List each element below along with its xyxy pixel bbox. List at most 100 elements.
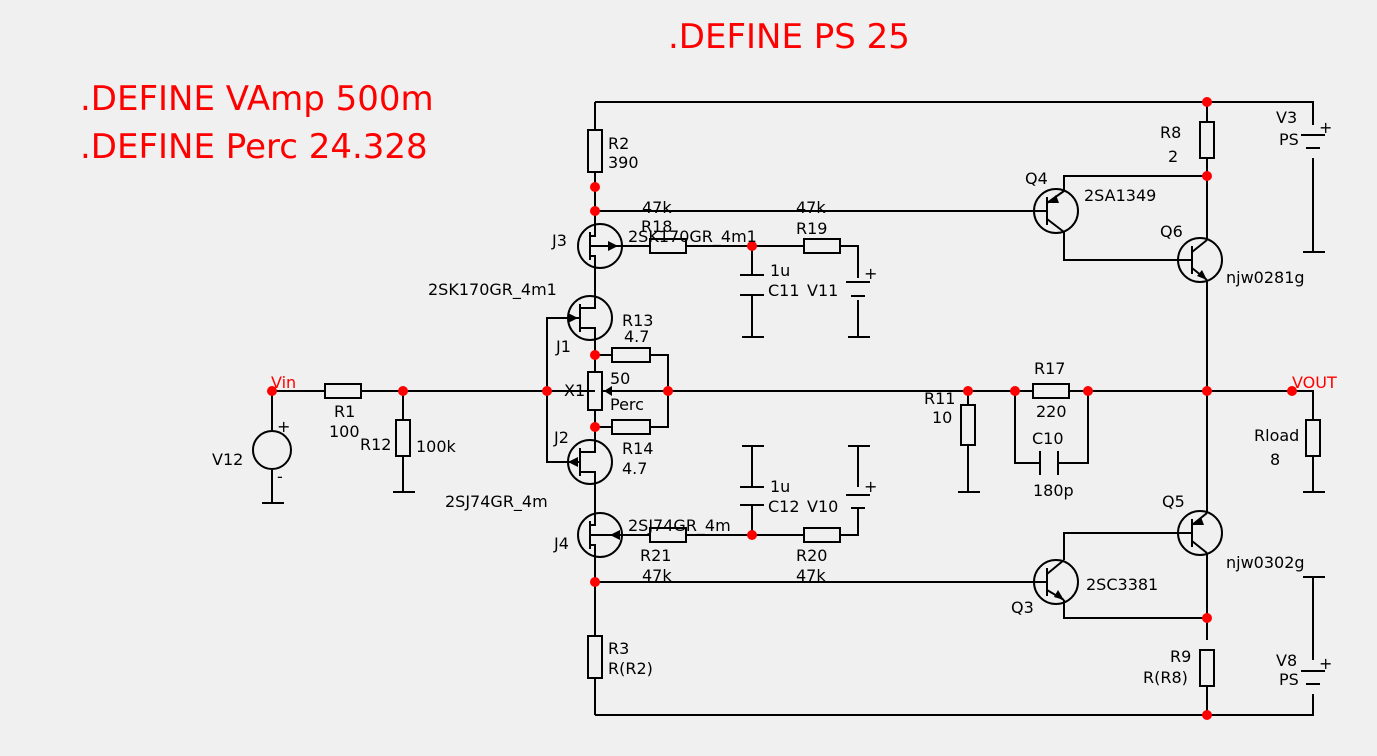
- label-r14-name: R14: [622, 439, 653, 458]
- label-r12-name: R12: [360, 435, 391, 454]
- capacitor-c10[interactable]: [1039, 451, 1059, 475]
- label-q6-name: Q6: [1160, 222, 1183, 241]
- resistor-r17[interactable]: [1032, 383, 1070, 399]
- label-q3-model: 2SC3381: [1086, 575, 1158, 594]
- svg-text:+: +: [864, 264, 877, 283]
- label-v3-name: V3: [1276, 108, 1297, 127]
- battery-v8[interactable]: +: [1301, 654, 1332, 685]
- label-c11-name: C11: [768, 281, 800, 300]
- label-v10-name: V10: [807, 497, 838, 516]
- net-label-vout: VOUT: [1292, 373, 1337, 392]
- resistor-r20[interactable]: [803, 527, 841, 543]
- label-q4-name: Q4: [1025, 169, 1048, 188]
- net-label-vin: Vin: [271, 373, 296, 392]
- resistor-r21[interactable]: [649, 527, 687, 543]
- svg-text:+: +: [1319, 118, 1332, 137]
- resistor-rload[interactable]: [1305, 419, 1321, 457]
- label-x1-name: X1: [564, 381, 585, 400]
- label-c10-value: 180p: [1033, 481, 1074, 500]
- label-j3-name: J3: [551, 231, 567, 250]
- svg-text:+: +: [1319, 654, 1332, 673]
- label-rload-name: Rload: [1254, 426, 1299, 445]
- label-r21-value: 47k: [642, 566, 672, 585]
- junction-nodes: [267, 97, 1297, 720]
- label-v8-name: V8: [1276, 651, 1297, 670]
- component-labels: R2 390 R3 R(R2) R8 2 R9 R(R8) R11 10 R12…: [212, 108, 1305, 689]
- label-q4-model: 2SA1349: [1084, 186, 1156, 205]
- battery-v10[interactable]: +: [846, 477, 877, 509]
- resistor-r19[interactable]: [803, 238, 841, 254]
- label-j4-model: 2SJ74GR_4m: [628, 516, 731, 536]
- label-r8-name: R8: [1160, 123, 1181, 142]
- label-r19-name: R19: [796, 219, 827, 238]
- label-r13-name: R13: [622, 311, 653, 330]
- label-r21-name: R21: [640, 546, 671, 565]
- label-r11-value: 10: [932, 408, 952, 427]
- label-r2-value: 390: [608, 153, 639, 172]
- label-rload-value: 8: [1270, 450, 1280, 469]
- resistor-r8[interactable]: [1199, 121, 1215, 159]
- resistor-r2[interactable]: [587, 129, 603, 173]
- label-j2-name: J2: [553, 428, 569, 447]
- label-c12-value: 1u: [770, 477, 790, 496]
- label-r8-value: 2: [1168, 147, 1178, 166]
- label-r20-value: 47k: [796, 566, 826, 585]
- bjt-q6[interactable]: [1177, 237, 1223, 283]
- resistor-r3[interactable]: [587, 635, 603, 679]
- resistor-r11[interactable]: [960, 404, 976, 446]
- jfet-j3[interactable]: [577, 223, 623, 272]
- resistor-r12[interactable]: [395, 419, 411, 457]
- label-c10-name: C10: [1032, 429, 1064, 448]
- label-v12-name: V12: [212, 450, 243, 469]
- battery-v3[interactable]: +: [1301, 118, 1332, 149]
- jfet-j2[interactable]: [565, 439, 613, 486]
- label-v8-value: PS: [1279, 670, 1299, 689]
- label-c11-value: 1u: [770, 261, 790, 280]
- label-r12-value: 100k: [416, 437, 457, 456]
- label-r13-value: 4.7: [624, 327, 649, 346]
- bjt-q3[interactable]: [1033, 559, 1079, 605]
- label-r9-value: R(R8): [1143, 668, 1188, 687]
- label-r17-name: R17: [1034, 359, 1065, 378]
- label-r11-name: R11: [924, 389, 955, 408]
- resistor-r1[interactable]: [324, 383, 362, 399]
- label-q5-name: Q5: [1162, 492, 1185, 511]
- label-r1-value: 100: [329, 422, 360, 441]
- label-j1-name: J1: [555, 337, 571, 356]
- trimmer-x1[interactable]: [587, 371, 612, 411]
- label-r3-value: R(R2): [608, 659, 653, 678]
- label-j3-model: 2SK170GR_4m1: [628, 227, 757, 247]
- jfet-j4[interactable]: [577, 512, 623, 558]
- resistor-r13[interactable]: [611, 347, 651, 363]
- resistor-r14[interactable]: [611, 419, 651, 435]
- label-r18-name: R18: [641, 217, 672, 236]
- label-v11-name: V11: [807, 281, 838, 300]
- label-r14-value: 4.7: [622, 459, 647, 478]
- directive-ps: .DEFINE PS 25: [668, 17, 910, 57]
- label-r20-name: R20: [796, 546, 827, 565]
- bjt-q4[interactable]: [1033, 188, 1079, 234]
- jfet-j1[interactable]: [565, 295, 613, 341]
- battery-v11[interactable]: +: [846, 264, 877, 297]
- label-x1-value: 50: [610, 369, 630, 388]
- label-r9-name: R9: [1170, 647, 1191, 666]
- label-c12-name: C12: [768, 497, 800, 516]
- voltage-source-v12[interactable]: + -: [252, 417, 292, 486]
- label-r2-name: R2: [608, 134, 629, 153]
- resistor-r18[interactable]: [649, 238, 687, 254]
- resistor-r9[interactable]: [1199, 649, 1215, 687]
- label-r18-value: 47k: [642, 198, 672, 217]
- label-j1-model: 2SK170GR_4m1: [428, 280, 557, 300]
- label-j2-model: 2SJ74GR_4m: [445, 492, 548, 512]
- label-r19-value: 47k: [796, 198, 826, 217]
- directive-vamp: .DEFINE VAmp 500m: [80, 79, 434, 119]
- capacitor-c12[interactable]: [740, 486, 764, 506]
- bjt-q5[interactable]: [1177, 510, 1223, 556]
- svg-text:+: +: [864, 477, 877, 496]
- wires: [262, 101, 1325, 716]
- capacitor-c11[interactable]: [740, 274, 764, 296]
- label-r17-value: 220: [1036, 402, 1067, 421]
- label-q3-name: Q3: [1011, 598, 1034, 617]
- svg-text:-: -: [277, 467, 283, 486]
- directive-perc: .DEFINE Perc 24.328: [80, 127, 428, 167]
